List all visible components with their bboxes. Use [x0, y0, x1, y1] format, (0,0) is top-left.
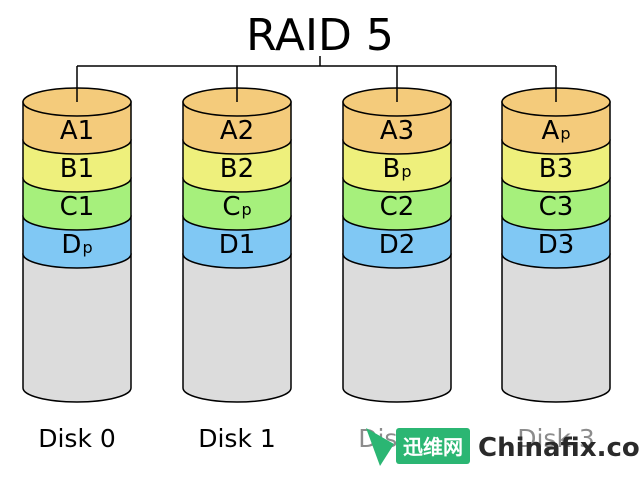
watermark-badge	[396, 428, 470, 464]
block-label-index: 1	[78, 116, 95, 146]
block-label: B2	[220, 154, 254, 184]
block-label: D1	[219, 230, 256, 260]
block-label: Bp	[383, 154, 412, 184]
block-label-main: A	[380, 116, 398, 146]
block-A-band	[22, 101, 132, 155]
block-label-main: C	[222, 192, 240, 222]
watermark-cn-text: 迅维网	[403, 435, 463, 459]
block-label-index: 2	[238, 154, 255, 184]
block-label: A2	[220, 116, 254, 146]
block-D-band	[501, 215, 611, 269]
block-label-main: A	[542, 116, 560, 146]
block-label-parity: p	[82, 238, 92, 257]
disk-label: Disk 0	[38, 424, 116, 453]
block-A-band	[342, 101, 452, 155]
block-B-band	[182, 139, 292, 193]
watermark-logo-icon	[366, 428, 394, 466]
disk-empty-space	[182, 253, 292, 403]
block-label-parity: p	[242, 200, 252, 219]
block-label-main: A	[220, 116, 238, 146]
block-label: Ap	[542, 116, 571, 146]
block-B-band	[501, 139, 611, 193]
block-label-main: B	[220, 154, 238, 184]
block-label-main: C	[380, 192, 398, 222]
watermark-en-text: Chinafix.com	[478, 433, 640, 463]
block-label-main: D	[219, 230, 239, 260]
block-label-index: 3	[398, 116, 415, 146]
disk-empty-space	[501, 253, 611, 403]
block-label-index: 3	[558, 230, 575, 260]
block-label: A1	[60, 116, 94, 146]
block-label-main: C	[539, 192, 557, 222]
block-label-main: D	[379, 230, 399, 260]
block-label-index: 3	[557, 192, 574, 222]
block-label-index: 1	[78, 192, 95, 222]
block-A-band	[182, 101, 292, 155]
block-label-main: D	[61, 230, 81, 260]
disk-3: ApB3C3D3Disk 3	[501, 66, 611, 453]
disk-label: Disk 1	[198, 424, 276, 453]
block-label-index: 2	[238, 116, 255, 146]
block-B-band	[22, 139, 132, 193]
block-D-band	[342, 215, 452, 269]
connector-lines	[77, 56, 556, 67]
block-D-band	[22, 215, 132, 269]
block-label-main: B	[539, 154, 557, 184]
diagram-title: RAID 5	[246, 10, 394, 61]
disk-empty-space	[22, 253, 132, 403]
block-label: Dp	[61, 230, 92, 260]
block-label-parity: p	[560, 124, 570, 143]
block-label-index: 1	[78, 154, 95, 184]
block-label: Cp	[222, 192, 251, 222]
disk-2: A3BpC2D2Disk 2	[342, 66, 452, 453]
block-label: B1	[60, 154, 94, 184]
block-A-band	[501, 101, 611, 155]
block-label-main: A	[60, 116, 78, 146]
block-label: C3	[539, 192, 574, 222]
disk-empty-space	[342, 253, 452, 403]
block-label-index: 1	[239, 230, 256, 260]
block-label-main: D	[538, 230, 558, 260]
block-label: A3	[380, 116, 414, 146]
block-D-band	[182, 215, 292, 269]
block-label: D3	[538, 230, 575, 260]
block-label-main: C	[60, 192, 78, 222]
block-label: B3	[539, 154, 573, 184]
block-label: C2	[380, 192, 415, 222]
block-label-parity: p	[401, 162, 411, 181]
block-label-main: B	[383, 154, 401, 184]
block-label-index: 3	[557, 154, 574, 184]
block-label: D2	[379, 230, 416, 260]
block-C-band	[501, 177, 611, 231]
block-label: C1	[60, 192, 95, 222]
block-label-index: 2	[399, 230, 416, 260]
block-C-band	[22, 177, 132, 231]
watermark: 迅维网 Chinafix.com	[360, 424, 640, 474]
block-label-main: B	[60, 154, 78, 184]
block-B-band	[342, 139, 452, 193]
block-C-band	[342, 177, 452, 231]
block-label-index: 2	[398, 192, 415, 222]
block-C-band	[182, 177, 292, 231]
